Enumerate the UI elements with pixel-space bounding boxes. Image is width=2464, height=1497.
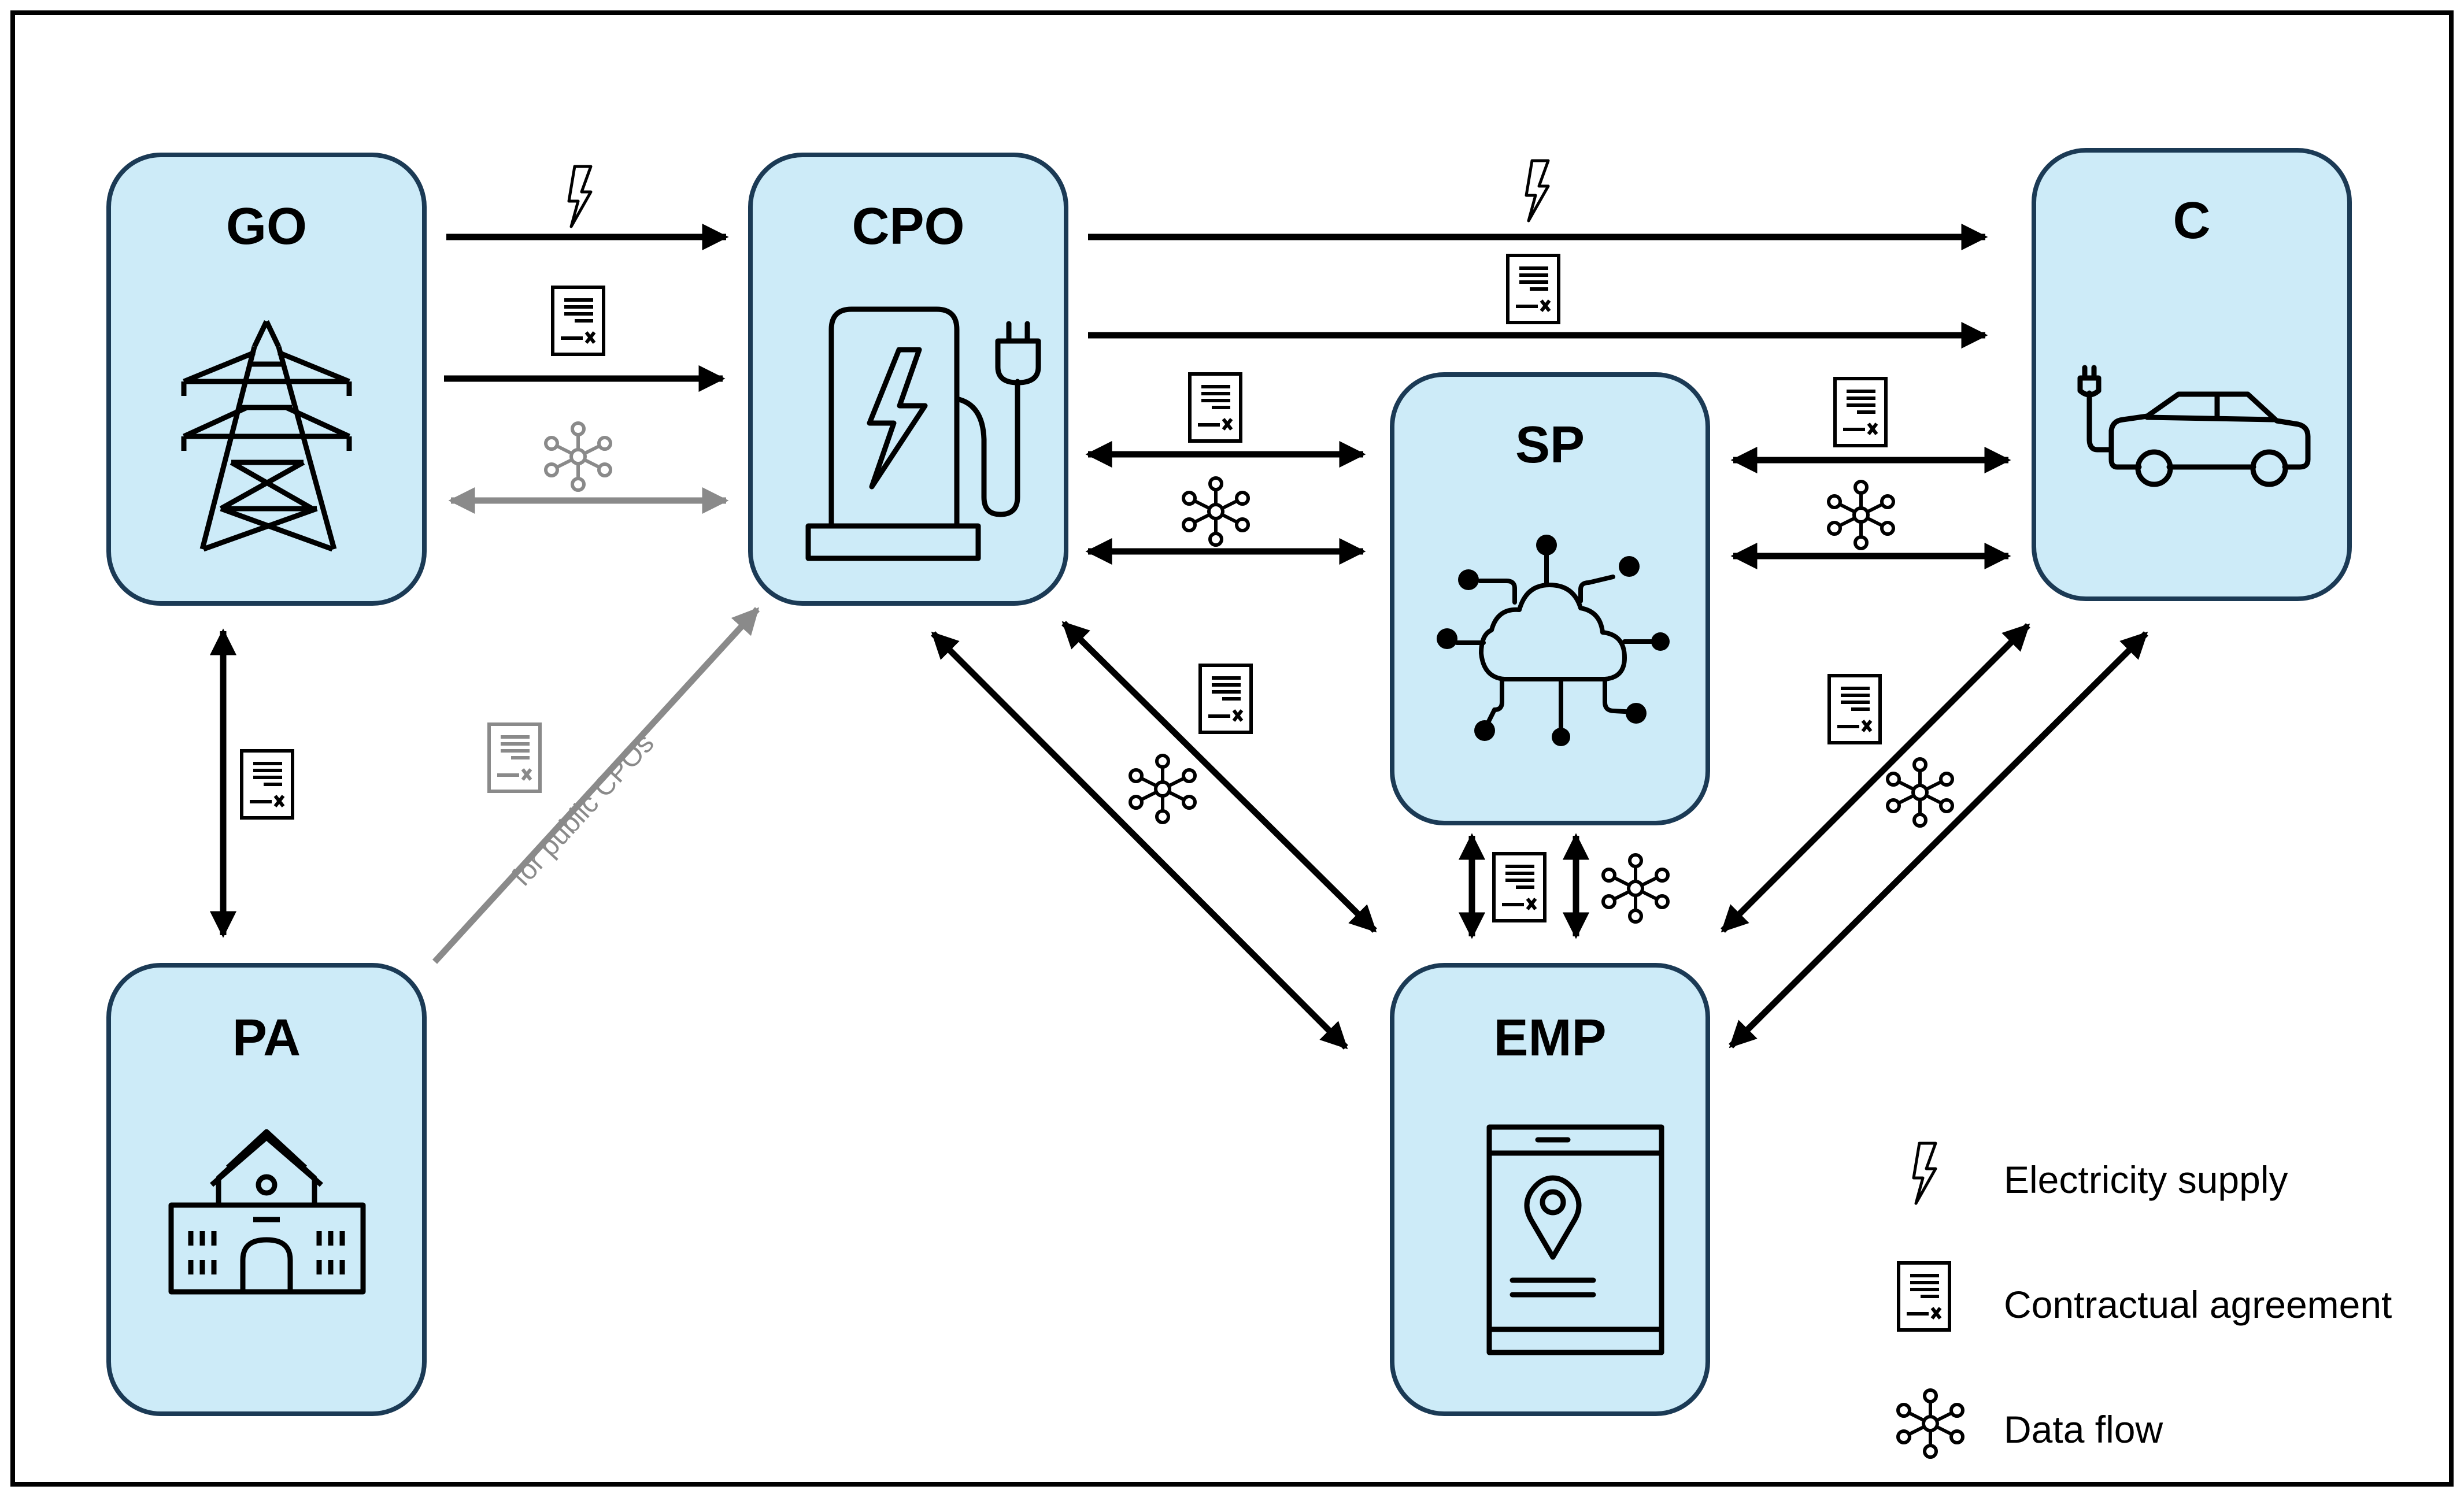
contract-icon — [1190, 374, 1241, 441]
lightning-icon — [1526, 161, 1548, 221]
node-go: GO — [106, 153, 427, 606]
legend-lightning-icon — [1914, 1143, 1936, 1203]
node-c: C — [2032, 148, 2352, 601]
node-pa-title: PA — [232, 1009, 301, 1067]
contract-icon — [1835, 379, 1886, 446]
data-flow-icon — [1130, 755, 1195, 822]
arrow-pa-cpo-contract — [432, 607, 760, 964]
node-sp-title: SP — [1515, 416, 1585, 474]
arrow-cpo-emp-contract — [1061, 621, 1377, 933]
electric-car-icon — [2077, 365, 2311, 487]
lightning-icon — [569, 166, 591, 227]
arrow-c-emp-data — [1729, 631, 2148, 1048]
arrows — [209, 223, 2148, 1050]
cloud-network-icon — [1455, 544, 1660, 736]
node-cpo: CPO — [748, 153, 1068, 606]
outer-frame — [10, 10, 2454, 1487]
legend-contract-icon — [1899, 1263, 1949, 1330]
node-pa: PA — [106, 963, 427, 1416]
charging-station-icon — [805, 306, 1041, 561]
node-cpo-title: CPO — [852, 198, 964, 255]
contract-icon-gray — [489, 724, 540, 791]
contract-icon — [1829, 676, 1880, 743]
legend-electricity-label: Electricity supply — [2004, 1158, 2288, 1201]
legend-contract-label: Contractual agreement — [2004, 1283, 2392, 1326]
public-building-icon — [168, 1129, 366, 1295]
mobile-app-icon — [1486, 1124, 1664, 1355]
contract-icon — [242, 751, 293, 818]
node-emp-title: EMP — [1493, 1009, 1606, 1067]
data-flow-icon — [1183, 478, 1248, 545]
arrow-c-emp-contract — [1721, 623, 2030, 933]
data-flow-icon — [546, 423, 611, 490]
contract-icon — [1508, 255, 1559, 323]
contract-icon — [553, 287, 604, 354]
legend-data-flow-icon — [1898, 1390, 1963, 1457]
data-flow-icon — [1829, 481, 1893, 549]
contract-icon — [1494, 854, 1545, 921]
node-sp: SP — [1390, 372, 1710, 825]
node-go-title: GO — [226, 198, 307, 255]
cloud-network-dots — [1437, 535, 1670, 746]
legend-data-label: Data flow — [2004, 1408, 2163, 1451]
legend: Electricity supply Contractual agreement… — [1898, 1143, 2392, 1457]
data-flow-icon — [1888, 759, 1952, 826]
transmission-tower-icon — [181, 320, 352, 552]
node-c-title: C — [2173, 192, 2211, 250]
data-flow-icon — [1603, 855, 1668, 922]
node-emp: EMP — [1390, 963, 1710, 1416]
contract-icon — [1200, 665, 1251, 732]
